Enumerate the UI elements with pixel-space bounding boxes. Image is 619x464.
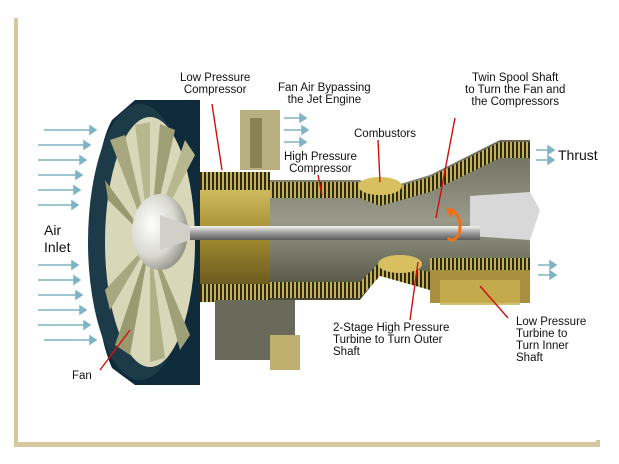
label-low-pressure-compressor: Low Pressure Compressor	[180, 72, 251, 96]
thrust-arrows	[536, 144, 558, 281]
leader-lines	[99, 103, 509, 371]
core-top-band	[270, 142, 530, 206]
twin-spool-shaft	[185, 226, 480, 240]
frame-left-shadow	[14, 18, 18, 446]
leader-hp-turbine	[409, 261, 419, 321]
air-inlet-arrows	[38, 124, 98, 346]
combustor-upper	[358, 177, 402, 195]
label-twin-spool-shaft: Twin Spool Shaft to Turn the Fan and the…	[465, 72, 566, 108]
leader-low-pressure-compressor	[211, 103, 223, 171]
leader-combustors	[377, 139, 381, 183]
label-hp-turbine: 2-Stage High Pressure Turbine to Turn Ou…	[333, 322, 450, 358]
leader-twin-spool-shaft	[435, 117, 456, 219]
leader-lp-turbine	[479, 285, 509, 319]
label-combustors: Combustors	[354, 128, 416, 140]
label-air-inlet: Air Inlet	[44, 222, 71, 255]
label-high-pressure-compressor: High Pressure Compressor	[284, 151, 357, 175]
frame-corner	[596, 440, 600, 447]
label-lp-turbine: Low Pressure Turbine to Turn Inner Shaft	[516, 316, 587, 364]
label-fan: Fan	[72, 370, 92, 382]
leader-high-pressure-compressor	[317, 174, 323, 196]
label-thrust: Thrust	[558, 147, 598, 163]
rotation-arrow	[446, 210, 462, 242]
label-fan-air-bypass: Fan Air Bypassing the Jet Engine	[278, 82, 371, 106]
frame-bottom-shadow	[14, 442, 600, 447]
bypass-arrows	[284, 112, 310, 148]
exhaust-nozzle	[470, 192, 540, 240]
leader-fan	[99, 329, 131, 371]
combustor-lower	[378, 255, 422, 273]
